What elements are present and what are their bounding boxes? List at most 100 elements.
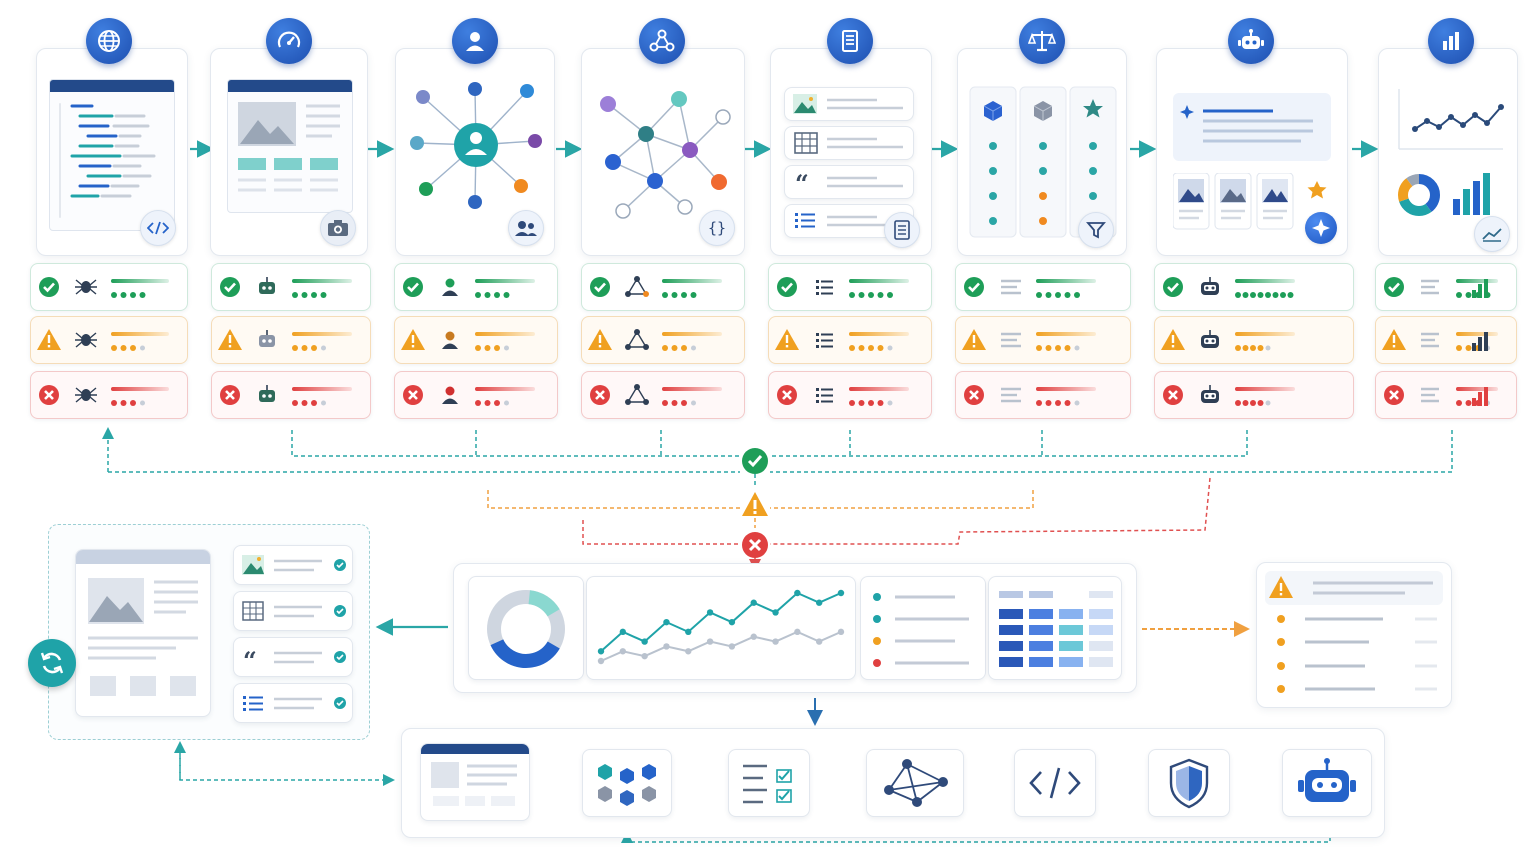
status-dot [484, 400, 491, 406]
status-card-render-warning[interactable] [211, 316, 371, 364]
status-dot [1242, 400, 1249, 406]
status-card-content-warning[interactable] [768, 316, 932, 364]
code-icon [1029, 767, 1081, 799]
cubes-icon [598, 764, 656, 806]
status-card-entities-warning[interactable] [394, 316, 558, 364]
status-card-analytics-success[interactable] [1375, 263, 1517, 311]
status-dot [139, 292, 146, 298]
status-card-analytics-error[interactable] [1375, 371, 1517, 419]
status-dot [849, 400, 855, 406]
status-dot [1456, 292, 1462, 298]
status-dot [1465, 292, 1472, 298]
series-line-0 [600, 591, 842, 653]
status-card-graph-error[interactable] [581, 371, 745, 419]
status-dot [484, 292, 491, 298]
status-card-content-success[interactable] [768, 263, 932, 311]
list-icon [816, 280, 833, 295]
status-dot [1456, 400, 1462, 406]
globe-icon [86, 18, 132, 64]
analytics-preview [1398, 89, 1504, 216]
mini-bar-chart-icon [1472, 279, 1488, 298]
status-dot [311, 345, 317, 351]
status-dot [140, 400, 145, 406]
status-dot [111, 292, 117, 298]
ai-summary-panel [1173, 93, 1331, 161]
status-dot [503, 292, 510, 298]
warning-icon [1382, 329, 1406, 350]
merge-warning-icon [742, 492, 768, 516]
status-dot [1465, 345, 1472, 351]
status-progress-bar [662, 279, 722, 283]
code-window [49, 79, 175, 231]
status-card-graph-warning[interactable] [581, 316, 745, 364]
status-card-analytics-warning[interactable] [1375, 316, 1517, 364]
status-card-compare-success[interactable] [955, 263, 1131, 311]
status-dot [1250, 292, 1256, 298]
status-card-render-error[interactable] [211, 371, 371, 419]
data-point [794, 589, 801, 597]
status-dot [311, 292, 317, 298]
analytics-dashboard [453, 563, 1137, 693]
status-dot [1036, 400, 1042, 406]
list-icon [816, 333, 833, 348]
scale-icon [1019, 18, 1065, 64]
status-dot [1257, 400, 1264, 406]
legend-line [895, 617, 969, 621]
refresh-button[interactable] [28, 639, 76, 687]
braces-icon: {} [699, 210, 735, 246]
status-dot [1250, 345, 1256, 351]
status-card-ai-error[interactable] [1154, 371, 1354, 419]
status-card-crawl-success[interactable] [30, 263, 188, 311]
status-dot [1055, 292, 1061, 298]
browser-icon [431, 762, 517, 806]
status-dot [292, 400, 298, 406]
bot-icon [1201, 277, 1219, 295]
lines-icon [1001, 332, 1021, 348]
status-card-graph-success[interactable] [581, 263, 745, 311]
series-line-1 [600, 630, 842, 662]
status-card-crawl-error[interactable] [30, 371, 188, 419]
status-card-content-error[interactable] [768, 371, 932, 419]
status-dot [849, 292, 855, 298]
robot-icon [259, 385, 275, 402]
status-dot [1045, 400, 1052, 406]
status-dot [475, 345, 481, 351]
flow-step-browser [420, 743, 530, 821]
spider-icon [75, 387, 97, 403]
status-card-compare-error[interactable] [955, 371, 1131, 419]
bot-icon [1201, 330, 1219, 348]
warning-icon [962, 329, 986, 350]
status-dot [504, 400, 509, 406]
data-point [597, 657, 605, 665]
status-card-crawl-warning[interactable] [30, 316, 188, 364]
status-progress-bar [662, 387, 722, 391]
status-progress-bar [292, 332, 352, 336]
data-point [794, 628, 801, 636]
status-dot [1257, 345, 1264, 351]
status-dot [484, 345, 491, 351]
status-card-ai-success[interactable] [1154, 263, 1354, 311]
legend-line [895, 595, 955, 599]
checklist-icon [743, 764, 792, 804]
status-dot [1257, 292, 1264, 298]
legend-line [895, 639, 955, 643]
status-card-entities-success[interactable] [394, 263, 558, 311]
status-card-compare-warning[interactable] [955, 316, 1131, 364]
status-dot [887, 400, 893, 406]
status-card-render-success[interactable] [211, 263, 371, 311]
status-card-entities-error[interactable] [394, 371, 558, 419]
network-icon [884, 759, 948, 807]
status-dot [1280, 292, 1286, 298]
error-icon [403, 385, 423, 405]
status-progress-bar [1036, 387, 1096, 391]
data-point [728, 643, 736, 650]
bot-icon [1228, 18, 1274, 64]
check-icon [220, 277, 240, 297]
person-icon [442, 278, 458, 296]
status-dot [1235, 292, 1241, 298]
stage-ai-card [1156, 48, 1348, 256]
status-card-ai-warning[interactable] [1154, 316, 1354, 364]
status-dot [292, 292, 298, 298]
bar-chart-icon [1428, 18, 1474, 64]
